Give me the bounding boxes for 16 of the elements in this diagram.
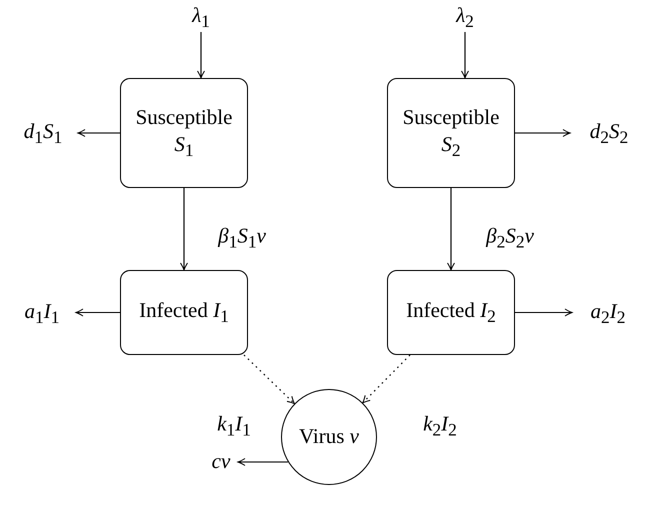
rate-term: d$_{1}$S$_{1}$ xyxy=(24,118,62,148)
rate-term: λ$_{1}$ xyxy=(192,2,210,32)
rate-term: a$_{1}$I$_{1}$ xyxy=(24,298,60,328)
compartment-label: Susceptible S$_{1}$ xyxy=(134,104,234,162)
rate-term: a$_{2}$I$_{2}$ xyxy=(590,298,626,328)
compartment-label: Infected I$_{2}$ xyxy=(406,297,496,328)
compartment-label: Infected I$_{1}$ xyxy=(139,297,229,328)
rate-term: cv xyxy=(212,448,230,476)
compartment-box xyxy=(387,78,515,188)
compartment-box xyxy=(120,270,248,355)
compartment-box xyxy=(120,78,248,188)
rate-term: λ$_{2}$ xyxy=(456,2,474,32)
compartment-box xyxy=(387,270,515,355)
compartment-label: Virus v xyxy=(299,423,359,450)
rate-term: d$_{2}$S$_{2}$ xyxy=(590,118,628,148)
compartment-label: Susceptible S$_{2}$ xyxy=(402,104,500,162)
